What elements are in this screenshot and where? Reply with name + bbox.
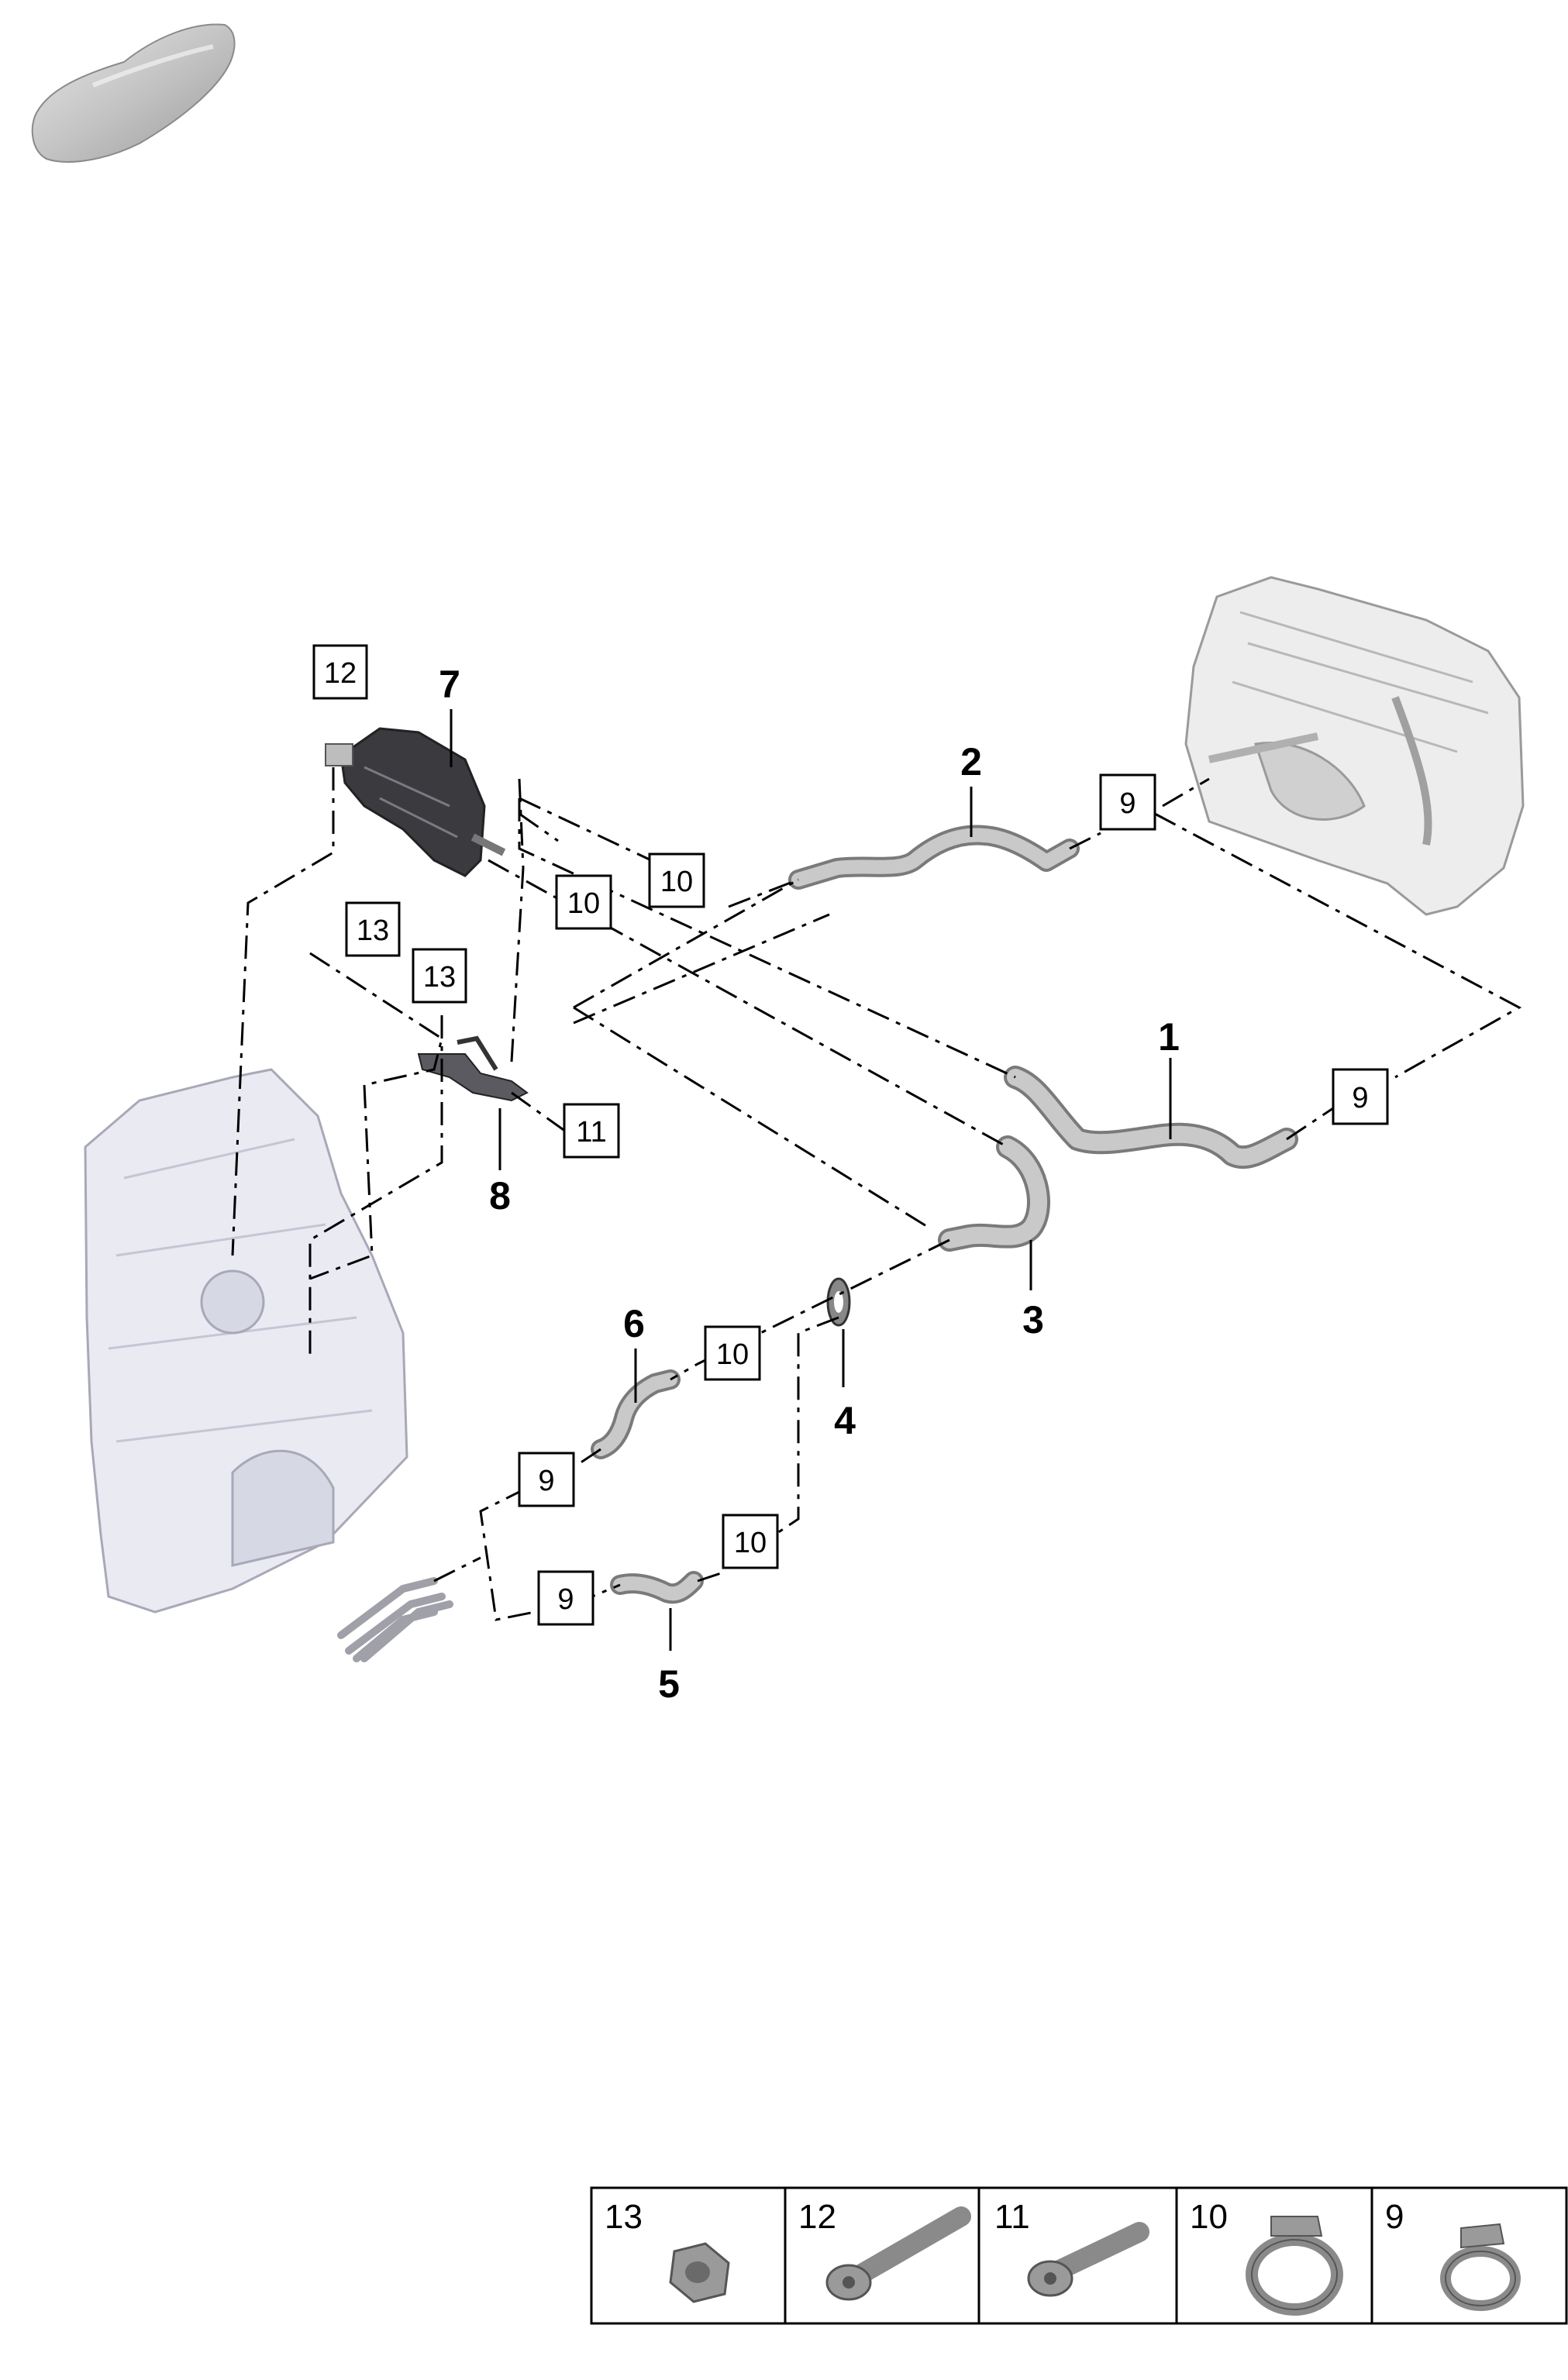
callout-10-a-label: 10	[660, 866, 693, 898]
legend-number-9: 9	[1385, 2198, 1404, 2236]
hose-2	[788, 825, 1080, 890]
callout-13-a-label: 13	[357, 914, 389, 947]
grommet	[826, 1277, 851, 1327]
hose-clamp-icon	[1246, 2216, 1343, 2316]
hose-clamp-small-icon	[1440, 2223, 1521, 2311]
part-label-7: 7	[439, 663, 460, 706]
legend-cell-11: 11	[994, 2198, 1149, 2297]
callout-9-c-label: 9	[538, 1465, 554, 1497]
engine-assembly	[1184, 576, 1525, 916]
part-label-1: 1	[1158, 1015, 1180, 1059]
part-label-6: 6	[623, 1302, 645, 1345]
callout-boxes: 12 13 13 10 10 11 9 9	[312, 644, 1389, 1626]
hose-6	[591, 1369, 681, 1459]
legend-cell-12: 12	[798, 2198, 971, 2301]
legend-number-12: 12	[798, 2198, 836, 2236]
legend-number-10: 10	[1190, 2198, 1228, 2236]
callout-9-d: 9	[537, 1570, 594, 1626]
callout-13-b-label: 13	[423, 961, 456, 994]
nut-icon	[669, 2242, 730, 2303]
callout-11-label: 11	[576, 1116, 606, 1149]
callout-9-a: 9	[1099, 773, 1156, 831]
bracket	[417, 1035, 529, 1102]
callout-10-c-label: 10	[716, 1338, 749, 1371]
callout-9-a-label: 9	[1119, 787, 1136, 820]
part-label-2: 2	[960, 740, 982, 784]
bolt-icon	[1027, 2222, 1149, 2297]
leader-lines	[450, 709, 1172, 1651]
body-frame	[84, 1068, 408, 1614]
legend-number-11: 11	[994, 2198, 1030, 2236]
callout-10-c: 10	[704, 1325, 761, 1381]
hose-3	[938, 1135, 1050, 1252]
callout-9-b-label: 9	[1352, 1082, 1368, 1114]
callout-13-b: 13	[412, 948, 467, 1004]
callout-11: 11	[563, 1103, 620, 1159]
connector-hoses	[337, 1577, 453, 1662]
fastener-legend: 13 12 11 10	[590, 2186, 1568, 2325]
callout-10-a: 10	[648, 852, 705, 908]
callout-9-b: 9	[1332, 1068, 1389, 1125]
long-bolt-icon	[825, 2206, 971, 2301]
callout-13-a: 13	[345, 901, 401, 957]
part-label-3: 3	[1022, 1298, 1044, 1342]
part-label-4: 4	[834, 1399, 856, 1442]
part-label-8: 8	[489, 1174, 511, 1218]
callout-10-b-label: 10	[567, 887, 600, 920]
legend-cell-9: 9	[1385, 2198, 1521, 2311]
callout-10-d-label: 10	[734, 1527, 767, 1559]
hose-1	[1004, 1066, 1298, 1169]
legend-number-13: 13	[605, 2198, 643, 2236]
coolant-tank	[325, 727, 506, 877]
legend-cell-10: 10	[1190, 2198, 1343, 2316]
callout-10-d: 10	[722, 1514, 779, 1569]
callout-9-d-label: 9	[557, 1583, 574, 1616]
vehicle-icon	[31, 23, 236, 163]
part-label-5: 5	[658, 1662, 680, 1706]
assembly-lines	[231, 767, 1522, 1621]
callout-12: 12	[312, 644, 368, 700]
legend-cell-13: 13	[605, 2198, 730, 2303]
part-labels: 1 2 3 4 5 6 7 8	[439, 663, 1180, 1706]
callout-12-label: 12	[324, 657, 357, 690]
hose-5	[610, 1571, 704, 1604]
callout-10-b: 10	[555, 874, 612, 930]
callout-9-c: 9	[518, 1452, 575, 1507]
